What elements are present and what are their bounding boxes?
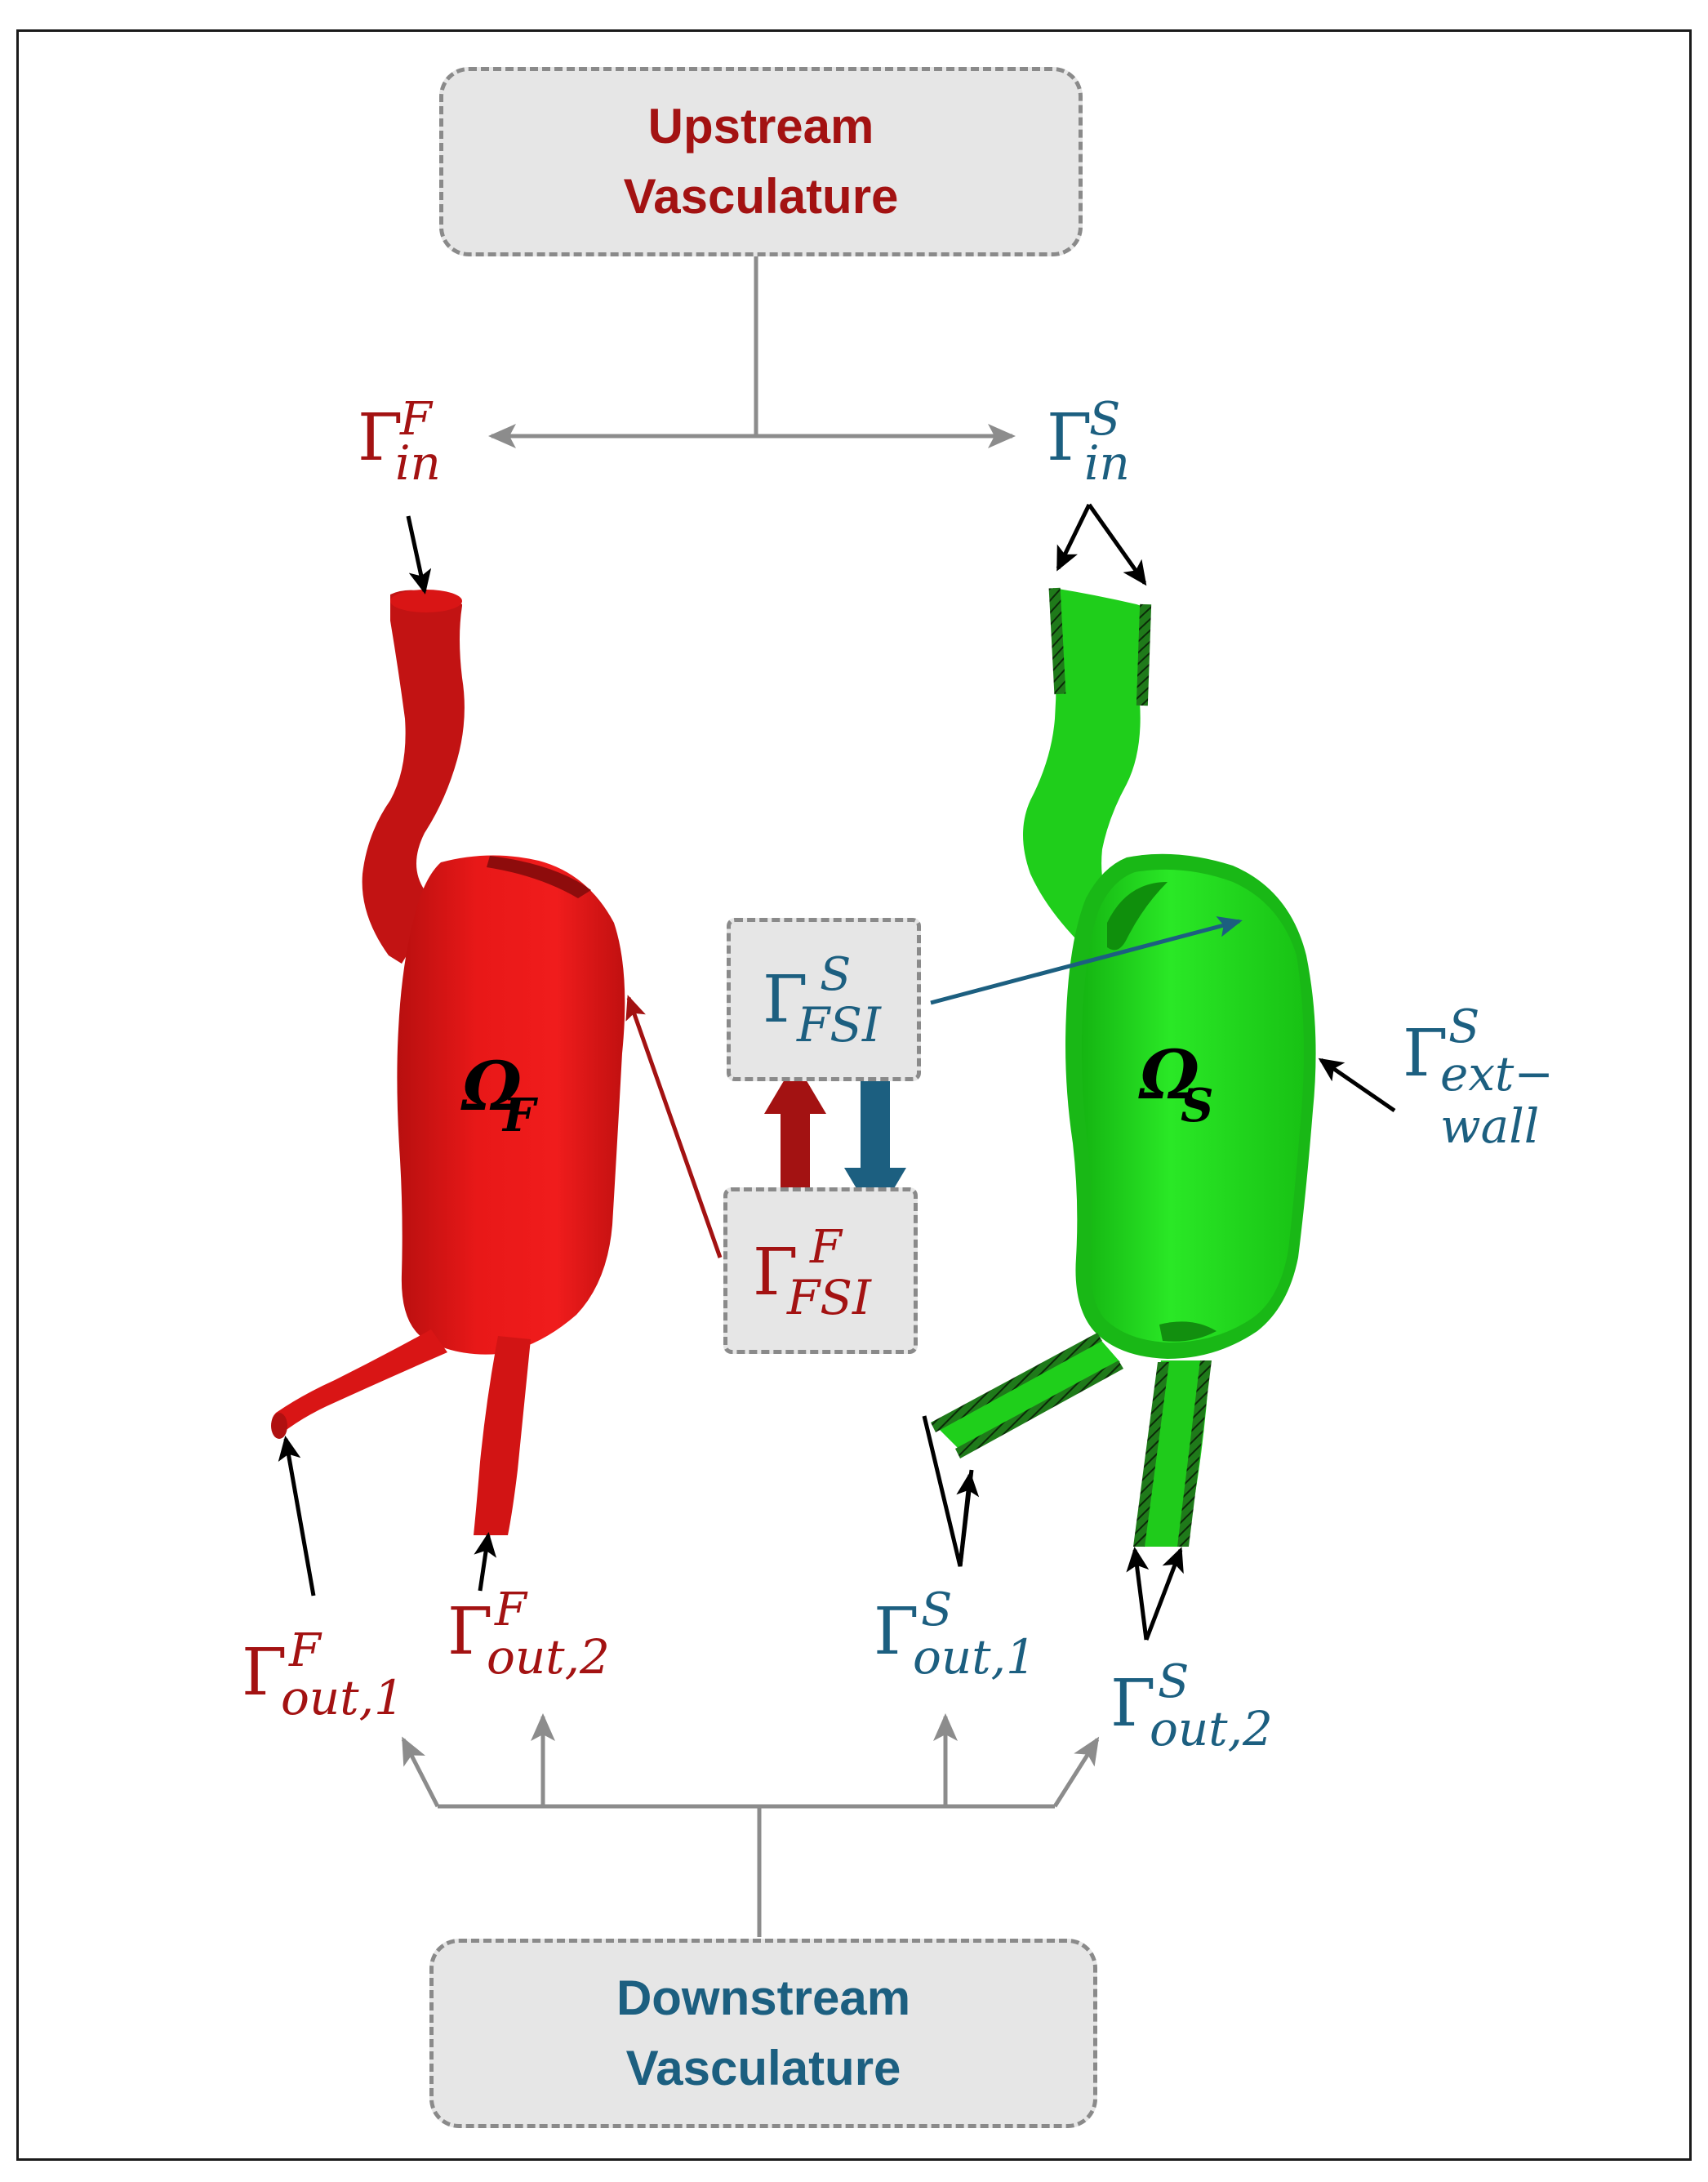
upstream-line-1: Upstream xyxy=(647,99,874,154)
boundary-pointers xyxy=(278,503,1396,1641)
fluid-outlet-2-label: Γ F out,2 xyxy=(447,1583,610,1685)
solid-fsi-leader xyxy=(930,916,1243,1005)
fluid-to-solid-arrow xyxy=(764,1062,826,1207)
solid-fsi-box xyxy=(727,918,921,1081)
fluid-fsi-leader xyxy=(625,995,723,1258)
downstream-vasculature-box: Downstream Vasculature xyxy=(429,1939,1097,2128)
downstream-connector xyxy=(401,1713,1100,1937)
fluid-inlet-label: Γ F in xyxy=(358,393,441,491)
solid-outlet-2-label: Γ S out,2 xyxy=(1110,1655,1273,1757)
upstream-vasculature-box: Upstream Vasculature xyxy=(439,67,1083,256)
solid-external-wall-label: Γ S ext− wall xyxy=(1403,1000,1554,1154)
fluid-domain-shape xyxy=(271,590,625,1535)
upstream-connector xyxy=(488,255,1016,448)
fluid-outlet-1-label: Γ F out,1 xyxy=(242,1624,404,1726)
upstream-line-2: Vasculature xyxy=(623,169,899,224)
solid-to-fluid-arrow xyxy=(844,1075,906,1220)
fluid-fsi-box xyxy=(723,1187,918,1354)
solid-inlet-label: Γ S in xyxy=(1047,393,1130,491)
solid-outlet-1-label: Γ S out,1 xyxy=(874,1583,1036,1685)
coupling-arrows xyxy=(764,1062,906,1220)
downstream-line-2: Vasculature xyxy=(625,2041,901,2095)
downstream-line-1: Downstream xyxy=(616,1970,911,2025)
solid-domain-shape xyxy=(931,587,1316,1547)
solid-fsi-label: Γ S FSI xyxy=(763,948,881,1053)
fluid-fsi-label: Γ F FSI xyxy=(753,1221,871,1325)
